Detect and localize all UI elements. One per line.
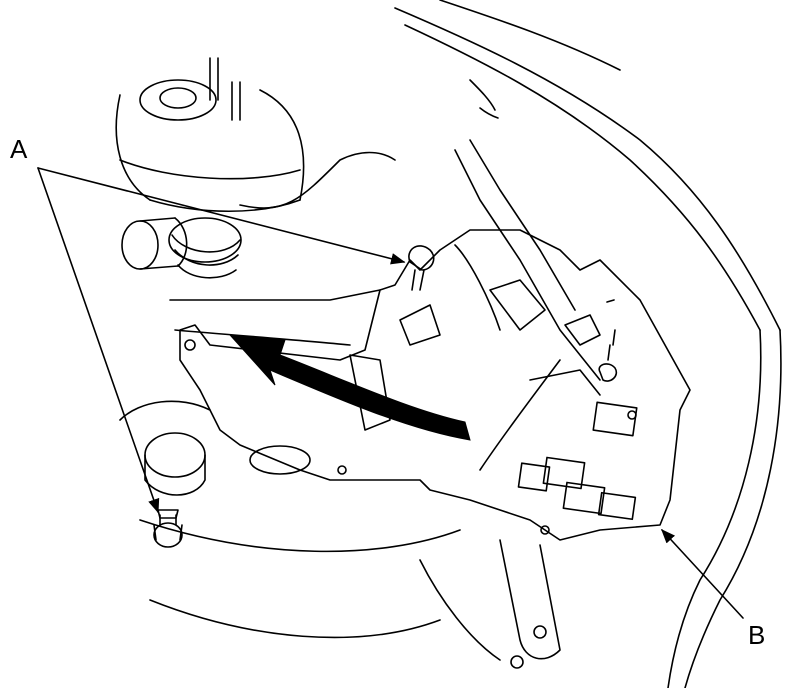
removal-direction-arrow <box>228 334 471 441</box>
clip-fastener-upper <box>408 245 435 291</box>
strut-tower <box>115 57 396 279</box>
callout-label-b: B <box>748 620 766 650</box>
fender-outline <box>394 0 782 688</box>
callout-label-a: A <box>10 134 28 164</box>
bump-stop <box>121 217 188 270</box>
callout-leader-lines <box>37 167 744 619</box>
splash-shield <box>179 79 691 541</box>
subframe <box>119 289 561 669</box>
bolt-fastener <box>598 299 618 382</box>
clip-fastener-lower <box>153 509 183 548</box>
